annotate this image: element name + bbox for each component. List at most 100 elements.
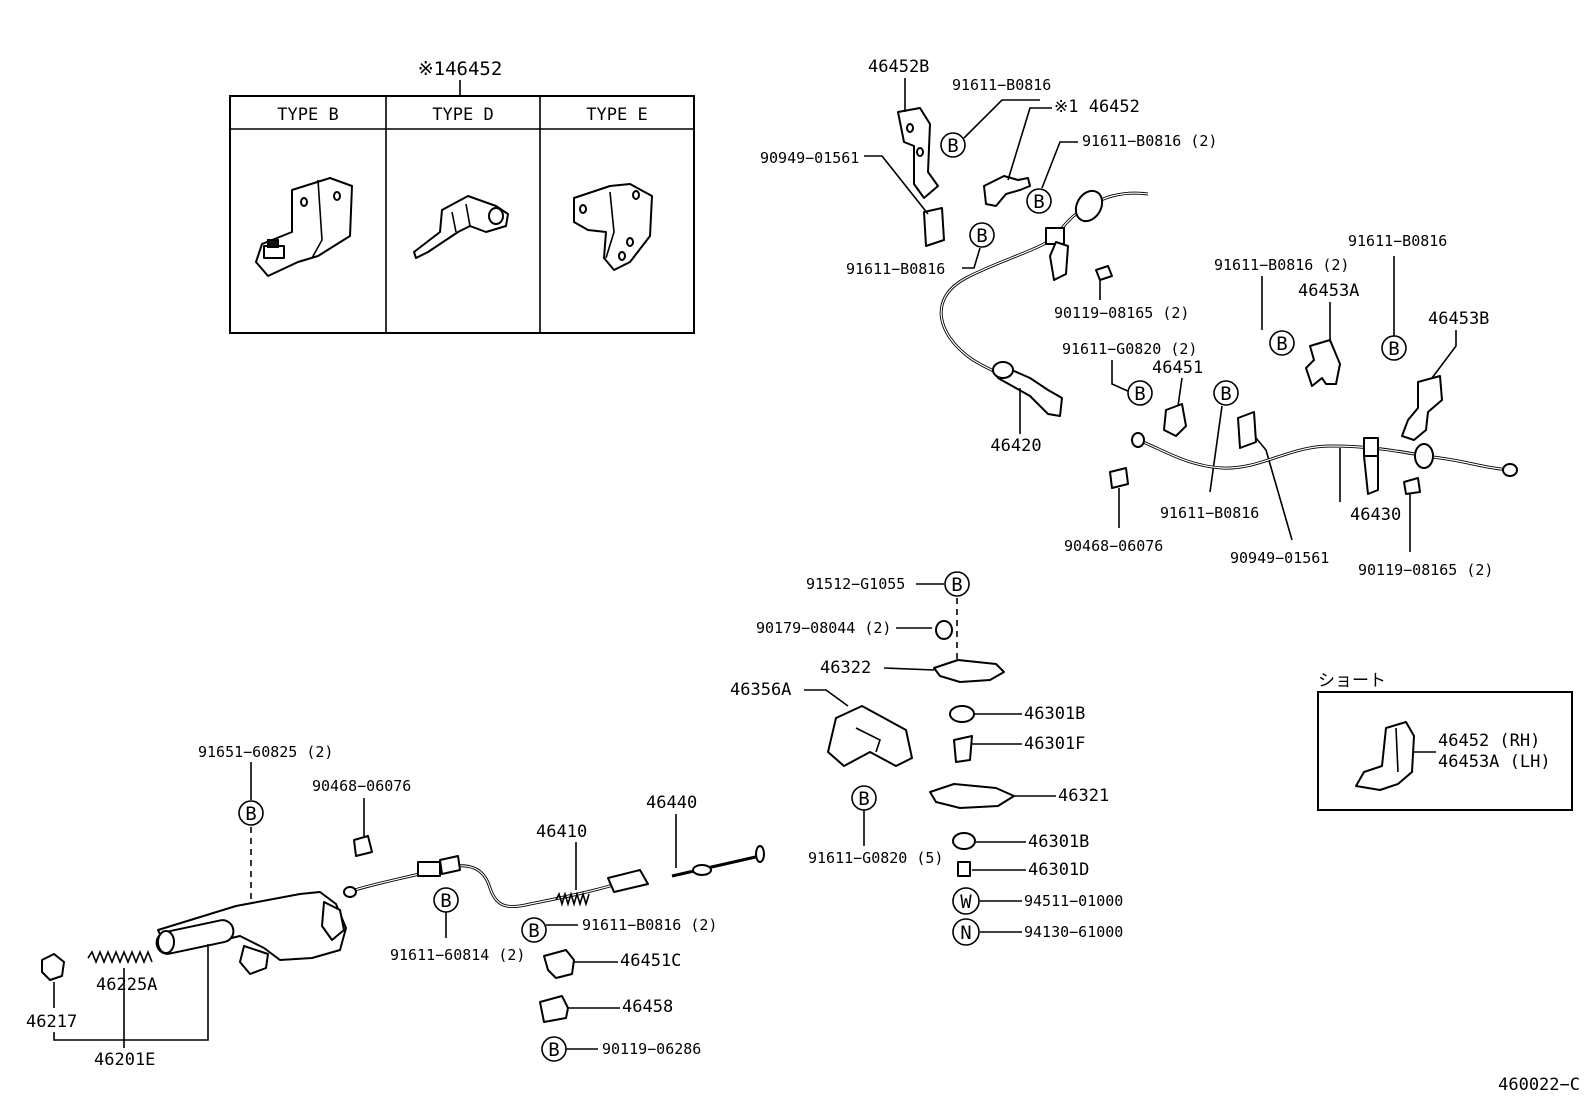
label-90119-08165-left: 90119−08165 (2): [1054, 304, 1189, 322]
label-91651-60825: 91651−60825 (2): [198, 743, 333, 761]
leader: [1255, 437, 1293, 541]
cable-core: [1137, 439, 1511, 471]
short-inset-title: ショート: [1318, 671, 1386, 691]
equalizer-group: 91512−G1055 B 90179−08044 (2) 46322 4635…: [730, 571, 1123, 946]
type-e-bracket-illustration: [573, 183, 653, 271]
inset-frame: [229, 95, 695, 334]
label-91611-g0820-5: 91611−G0820 (5): [808, 849, 943, 867]
label-46452-rh: 46452 (RH): [1438, 731, 1540, 751]
bracket-46451c-shape: [543, 949, 575, 979]
label-90119-06286: 90119−06286: [602, 1040, 701, 1058]
plate-46322-shape: [933, 659, 1005, 683]
bolt-symbol-letter: B: [1033, 191, 1044, 213]
label-46452b: 46452B: [868, 57, 929, 77]
spring-46225a-shape: [87, 949, 153, 965]
label-94511-01000: 94511−01000: [1024, 892, 1123, 910]
bracket-short-shape: [1355, 721, 1415, 791]
clip-90949-01561-right-shape: [1237, 411, 1257, 449]
label-91611-60814: 91611−60814 (2): [390, 946, 525, 964]
bolt-90119-08165-right-shape: [1403, 477, 1421, 495]
leader: [1177, 377, 1183, 407]
clip-90949-01561-shape: [923, 207, 945, 247]
bolt-symbol-letter: B: [1276, 333, 1287, 355]
type-variants-inset: ※146452 TYPE B TYPE D TYPE E: [229, 58, 695, 334]
label-46301d: 46301D: [1028, 860, 1089, 880]
header-type-b: TYPE B: [277, 105, 338, 125]
plate-46321-shape: [929, 783, 1015, 809]
bolt-symbol: [1213, 380, 1239, 406]
bolt-symbol: [238, 800, 264, 826]
label-91611-b0816-left: 91611−B0816: [846, 260, 945, 278]
leader: [1007, 107, 1052, 181]
bolt-symbol-letter: B: [1220, 383, 1231, 405]
lever-grip: [155, 919, 235, 955]
diagram-code: 460022−C: [1498, 1075, 1580, 1095]
label-46301f: 46301F: [1024, 734, 1085, 754]
cable-grommet: [1363, 437, 1379, 457]
nut-90179-08044-shape: [935, 620, 953, 640]
bracket-46356a-shape: [827, 705, 913, 767]
cable-bracket: [1049, 241, 1069, 281]
bolt-symbol: [1381, 335, 1407, 361]
cable-bracket: [439, 855, 461, 875]
knob-46217-shape: [41, 953, 65, 981]
cable-end-46410: [607, 869, 649, 893]
bolt-symbol: [944, 571, 970, 597]
label-46453a-lh: 46453A (LH): [1438, 752, 1551, 772]
lever-bracket: [239, 945, 269, 975]
bolt-symbol: [940, 132, 966, 158]
bolt-symbol-letter: B: [245, 803, 256, 825]
label-91512-g1055: 91512−G1055: [806, 575, 905, 593]
spring-46301b-a-shape: [949, 705, 975, 723]
label-90949-01561-left: 90949−01561: [760, 149, 859, 167]
label-46453b: 46453B: [1428, 309, 1489, 329]
label-46225a: 46225A: [96, 975, 157, 995]
header-type-e: TYPE E: [586, 105, 647, 125]
spring-46301f-shape: [953, 735, 973, 763]
rod-fitting: [692, 864, 712, 876]
leader: [1041, 141, 1078, 189]
label-46217: 46217: [26, 1012, 77, 1032]
leader: [804, 689, 849, 707]
leader: [883, 667, 935, 671]
type-b-bracket-illustration: [255, 177, 353, 277]
label-46321: 46321: [1058, 786, 1109, 806]
cable-end-fitting: [1502, 463, 1518, 477]
bracket-hole: [916, 147, 924, 157]
label-46322: 46322: [820, 658, 871, 678]
label-46301b-b: 46301B: [1028, 832, 1089, 852]
bracket-fold: [855, 727, 881, 753]
bracket-46453b-shape: [1401, 375, 1443, 441]
bolt-symbol-letter: B: [440, 890, 451, 912]
label-46451c: 46451C: [620, 951, 681, 971]
label-90949-01561-right: 90949−01561: [1230, 549, 1329, 567]
leader: [864, 155, 929, 215]
bolt-symbol-letter: B: [947, 135, 958, 157]
bolt-symbol-letter: B: [951, 574, 962, 596]
label-91611-g0820-2: 91611−G0820 (2): [1062, 340, 1197, 358]
bracket-46453a-shape: [1305, 339, 1341, 387]
header-type-d: TYPE D: [432, 105, 493, 125]
label-46356a: 46356A: [730, 680, 791, 700]
label-91611-b0816-low: 91611−B0816 (2): [582, 916, 717, 934]
leader: [962, 247, 981, 269]
spring-46301b-b-shape: [952, 832, 976, 850]
label-90468-06076-right: 90468−06076: [1064, 537, 1163, 555]
label-91611-b0816-top: 91611−B0816: [952, 76, 1051, 94]
bolt-symbol-letter: B: [1388, 338, 1399, 360]
nut-symbol: [952, 918, 980, 946]
bolt-symbol: [1269, 330, 1295, 356]
leader: [53, 944, 209, 1041]
bolt-symbol: [1026, 188, 1052, 214]
front-cable-group: 46452B 90949−01561 B 91611−B0816 ※1 4645…: [760, 57, 1217, 456]
bracket-hole: [906, 123, 914, 133]
rod-end: [755, 845, 765, 863]
short-variant-inset: ショート 46452 (RH) 46453A (LH): [1317, 671, 1573, 811]
label-46453a: 46453A: [1298, 281, 1359, 301]
cable-grommet: [1045, 227, 1065, 245]
lever-button: [157, 930, 175, 954]
label-46420: 46420: [990, 436, 1041, 456]
retainer-90468-06076-right-shape: [1109, 467, 1129, 489]
bracket-46452-shape: [983, 175, 1031, 207]
